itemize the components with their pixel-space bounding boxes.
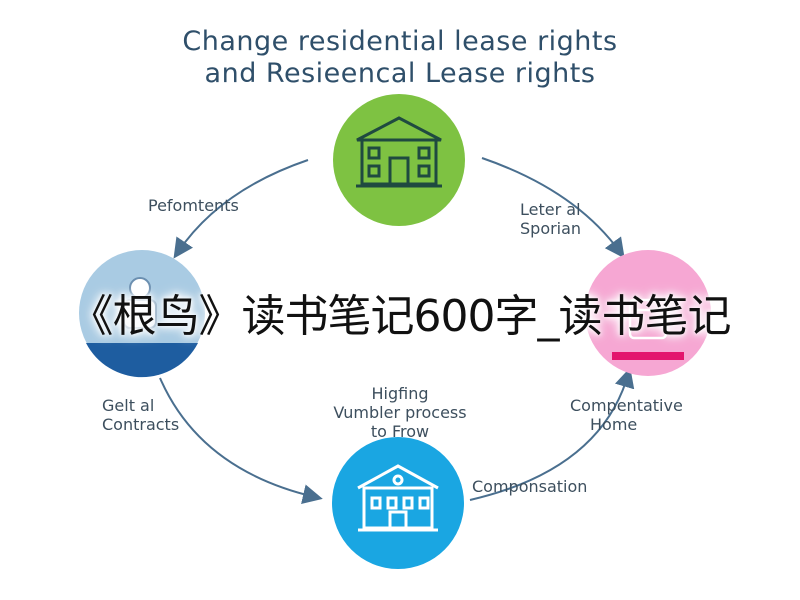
arrow-bottom-to-right	[469, 367, 635, 501]
label-right-1: Compentative	[570, 396, 683, 415]
person-icon	[123, 277, 157, 329]
label-center-3: to Frow	[370, 422, 430, 441]
diagram-title-line2: and Resieencal Lease rights	[204, 58, 596, 89]
diagram-title-line1: Change residential lease rights	[182, 26, 618, 57]
right-circle	[585, 250, 711, 376]
house-icon	[356, 116, 442, 188]
overlay-caption: 《根鸟》读书笔记600字_读书笔记	[69, 291, 732, 342]
bottom-circle	[332, 437, 464, 569]
arrow-left-to-bottom	[159, 377, 323, 504]
label-center-2: Vumbler process	[333, 403, 467, 422]
label-top-right-2: Sporian	[520, 219, 582, 238]
arrow-top-to-right	[481, 157, 625, 259]
label-top-left: Pefomtents	[148, 196, 239, 215]
arrow-top-to-left	[173, 159, 309, 259]
label-left-1: Gelt al	[102, 396, 155, 415]
top-circle	[333, 94, 465, 226]
label-top-right-1: Leter al	[520, 200, 581, 219]
left-circle	[79, 250, 205, 378]
document-icon	[628, 298, 668, 340]
label-bottom: Componsation	[472, 477, 588, 496]
building-icon	[357, 464, 439, 532]
label-center-1: Higfing	[371, 384, 429, 403]
label-right-2: Home	[590, 415, 638, 434]
label-left-2: Contracts	[102, 415, 180, 434]
